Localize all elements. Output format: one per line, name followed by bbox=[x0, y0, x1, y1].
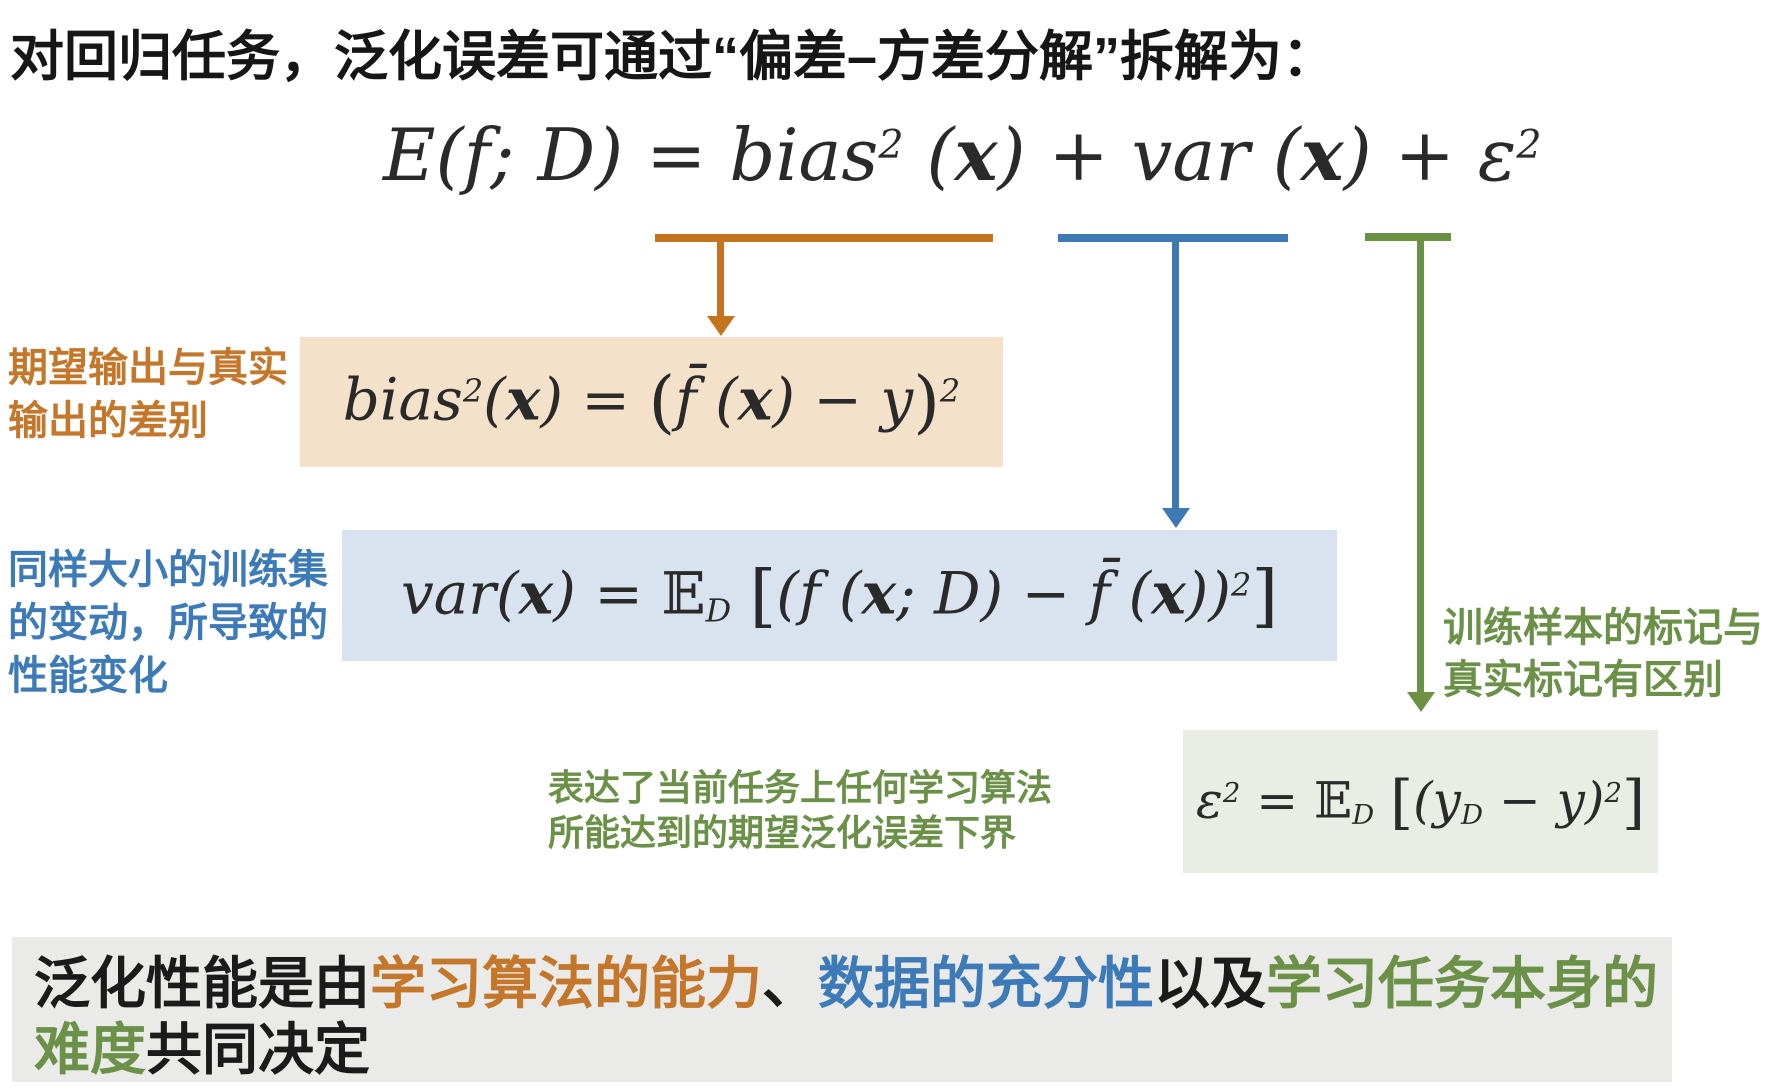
variance-label-line3: 性能变化 bbox=[8, 654, 168, 698]
bias-label-line1: 期望输出与真实 bbox=[8, 346, 288, 390]
noise-label: 训练样本的标记与 真实标记有区别 bbox=[1443, 602, 1763, 706]
variance-arrow bbox=[1172, 236, 1179, 510]
noise-formula: ε2 = 𝔼D [(yD − y)2] bbox=[1196, 767, 1645, 836]
noise-arrowhead-icon bbox=[1407, 692, 1435, 712]
noise-note: 表达了当前任务上任何学习算法 所能达到的期望泛化误差下界 bbox=[548, 765, 1052, 855]
noise-underline bbox=[1365, 233, 1451, 241]
variance-label: 同样大小的训练集 的变动，所导致的 性能变化 bbox=[8, 544, 328, 703]
main-formula: E(f; D) = bias2 (x) + var (x) + ε2 bbox=[383, 112, 1542, 197]
noise-label-line2: 真实标记有区别 bbox=[1443, 658, 1723, 702]
variance-label-line1: 同样大小的训练集 bbox=[8, 548, 328, 592]
variance-arrowhead-icon bbox=[1162, 508, 1190, 528]
conclusion-line2: 难度共同决定 bbox=[34, 1018, 370, 1081]
conclusion-box: 泛化性能是由学习算法的能力、数据的充分性以及学习任务本身的 难度共同决定 bbox=[12, 937, 1672, 1082]
bias-arrow bbox=[717, 236, 724, 318]
bias-underline bbox=[655, 234, 993, 242]
variance-formula: var(x) = 𝔼D [(f (x; D) − f̄ (x))2] bbox=[400, 555, 1279, 636]
slide-title: 对回归任务，泛化误差可通过“偏差–方差分解”拆解为： bbox=[10, 27, 1337, 87]
bias-formula: bias2(x) = (f̄ (x) − y)2 bbox=[342, 362, 961, 442]
noise-note-line1: 表达了当前任务上任何学习算法 bbox=[548, 767, 1053, 808]
variance-label-line2: 的变动，所导致的 bbox=[8, 601, 328, 645]
noise-arrow bbox=[1417, 235, 1424, 694]
variance-formula-box: var(x) = 𝔼D [(f (x; D) − f̄ (x))2] bbox=[342, 530, 1337, 661]
noise-note-line2: 所能达到的期望泛化误差下界 bbox=[548, 812, 1017, 853]
conclusion-line1: 泛化性能是由学习算法的能力、数据的充分性以及学习任务本身的 bbox=[34, 952, 1658, 1015]
bias-arrowhead-icon bbox=[707, 316, 735, 336]
noise-formula-box: ε2 = 𝔼D [(yD − y)2] bbox=[1183, 730, 1658, 873]
bias-label: 期望输出与真实 输出的差别 bbox=[8, 342, 288, 448]
bias-label-line2: 输出的差别 bbox=[8, 399, 208, 443]
noise-label-line1: 训练样本的标记与 bbox=[1443, 606, 1763, 650]
bias-formula-box: bias2(x) = (f̄ (x) − y)2 bbox=[300, 337, 1003, 467]
